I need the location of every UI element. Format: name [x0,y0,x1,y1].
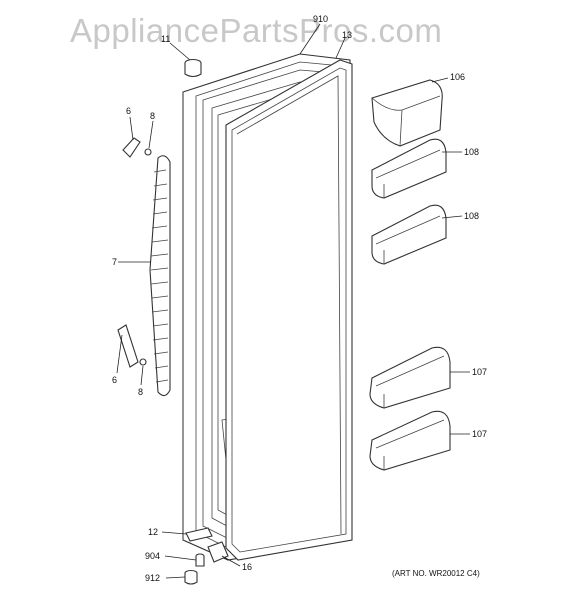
callout-12: 12 [148,527,158,537]
callout-106: 106 [450,72,465,82]
door-handle [149,155,171,397]
callout-107-upper: 107 [472,367,487,377]
callout-910: 910 [313,14,328,24]
callout-107-lower: 107 [472,429,487,439]
callout-8-upper: 8 [150,111,155,121]
dairy-bin [371,79,443,147]
callout-108-lower: 108 [464,211,479,221]
door-bin-middle [371,204,447,265]
leader-lines [116,23,470,579]
screw-upper [144,148,152,156]
callout-108-upper: 108 [464,147,479,157]
callout-904: 904 [145,551,160,561]
handle-bracket-upper [122,137,141,158]
hinge-cap [184,58,202,78]
callout-6-lower: 6 [112,375,117,385]
callout-labels: 910 11 13 106 108 108 6 8 7 6 8 107 107 … [112,14,487,583]
callout-11: 11 [161,34,170,44]
watermark: AppliancePartsPros.com [70,12,443,49]
art-number: (ART NO. WR20012 C4) [392,569,480,578]
handle-bracket-lower [117,324,139,368]
callout-16: 16 [242,562,252,572]
door-bin-lower-2 [369,410,451,471]
callout-912: 912 [145,573,160,583]
callout-7: 7 [112,257,117,267]
screw-lower [139,358,147,366]
door-bin-lower-1 [369,346,451,409]
hinge-bottom-cap [184,569,198,585]
door-bin-upper [371,138,447,199]
callout-13: 13 [342,30,352,40]
door-gasket [225,59,353,561]
callout-6-upper: 6 [126,106,131,116]
hinge-pin [195,553,205,567]
callout-8-lower: 8 [138,387,143,397]
bottom-hinge-bracket [185,527,213,542]
